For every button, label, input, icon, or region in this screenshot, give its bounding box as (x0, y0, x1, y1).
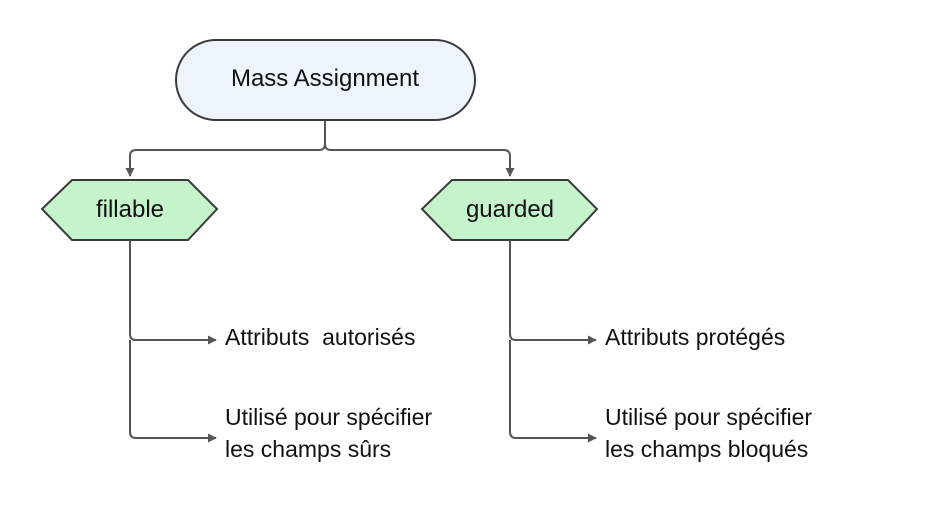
root-node-shape (175, 39, 476, 121)
branch-fillable: fillable Attributs autorisés Utilisé pou… (40, 179, 432, 462)
fillable-item-1-line-1: Attributs autorisés (225, 324, 415, 350)
fillable-item-2-line-2: les champs sûrs (225, 436, 391, 462)
root-to-guarded-connector (324, 120, 515, 177)
fillable-node-shape (40, 179, 219, 241)
fillable-to-item-2-connector (129, 340, 217, 443)
guarded-item-2-line-2: les champs bloqués (605, 436, 808, 462)
guarded-item-1-line-1: Attributs protégés (605, 324, 785, 350)
root-node: Mass Assignment (175, 39, 476, 121)
fillable-item-2-line-1: Utilisé pour spécifier (225, 404, 432, 430)
guarded-to-item-1-connector (509, 240, 597, 345)
guarded-item-2-line-1: Utilisé pour spécifier (605, 404, 812, 430)
guarded-node-label: guarded (466, 196, 554, 223)
fillable-to-item-1-connector (129, 240, 217, 345)
branch-guarded: guarded Attributs protégés Utilisé pour … (420, 179, 812, 462)
guarded-to-item-2-connector (509, 340, 597, 443)
root-node-label: Mass Assignment (231, 65, 419, 92)
root-to-fillable-connector (125, 120, 326, 177)
fillable-node-label: fillable (96, 196, 164, 223)
guarded-node-shape (420, 179, 599, 241)
